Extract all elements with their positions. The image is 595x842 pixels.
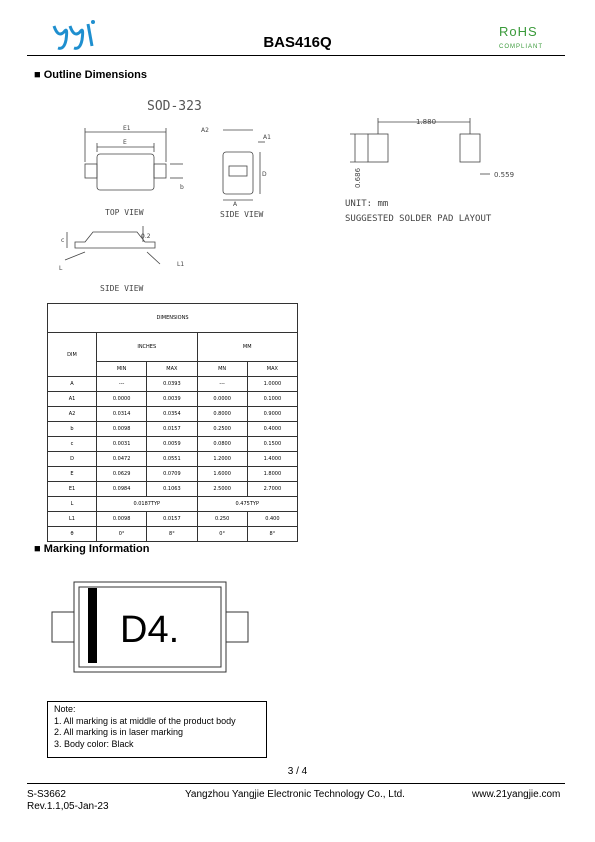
- note-title: Note:: [54, 704, 76, 714]
- inches-header: INCHES: [96, 332, 198, 362]
- note-item: 3. Body color: Black: [54, 738, 134, 749]
- outline-drawing: SOD-323 E1 E b A2 A1 A D c 0.2 L L1 TOP …: [59, 99, 271, 293]
- note-item: 2. All marking is in laser marking: [54, 727, 184, 737]
- footer-divider: [27, 783, 565, 784]
- solder-pad-drawing: 1.880 0.559 0.686 UNIT: mm SUGGESTED SOL…: [345, 118, 514, 224]
- d-label: D: [262, 171, 267, 178]
- page-number: 3 / 4: [287, 766, 308, 777]
- mm-min-header: MN: [196, 361, 248, 377]
- l1-label: L1: [177, 261, 184, 268]
- page-title: BAS416Q: [263, 34, 332, 51]
- pad-width-label: 1.880: [416, 118, 436, 126]
- header-divider: [27, 55, 565, 56]
- pad-height-label: 0.686: [354, 167, 362, 188]
- pad-unit-label: UNIT: mm: [345, 199, 388, 209]
- mm-header: MM: [196, 332, 298, 362]
- e-label: E: [123, 139, 127, 146]
- website: www.21yangjie.com: [472, 789, 561, 800]
- pad-gap-label: 0.559: [494, 171, 514, 179]
- dimensions-table: DIMENSIONS DIM INCHES MM MIN MAX MN MAX …: [47, 303, 299, 542]
- section-marking-heading: ■ Marking Information: [34, 543, 150, 555]
- marking-drawing: D4.: [51, 581, 249, 673]
- marking-text: D4.: [120, 609, 179, 651]
- e1-label: E1: [123, 125, 131, 132]
- doc-number: S-S3662: [27, 789, 66, 800]
- table-caption: DIMENSIONS: [47, 303, 298, 333]
- section-outline-heading: ■ Outline Dimensions: [34, 69, 147, 81]
- mm-max-header: MAX: [246, 361, 299, 377]
- top-view-label: TOP VIEW: [105, 208, 144, 217]
- a2-label: A2: [201, 127, 209, 134]
- a-label: A: [233, 201, 238, 208]
- dim-header: DIM: [47, 332, 97, 377]
- company-name: Yangzhou Yangjie Electronic Technology C…: [185, 789, 405, 800]
- table-row: A---0.0393---1.0000: [47, 376, 299, 392]
- pad-caption: SUGGESTED SOLDER PAD LAYOUT: [345, 214, 492, 224]
- d2-label: 0.2: [141, 233, 151, 240]
- side-view-bottom-label: SIDE VIEW: [100, 284, 144, 293]
- c-label: c: [61, 237, 64, 244]
- inches-max-header: MAX: [146, 361, 198, 377]
- note-item: 1. All marking is at middle of the produ…: [54, 715, 236, 726]
- side-view-label: SIDE VIEW: [220, 210, 264, 219]
- revision: Rev.1.1,05-Jan-23: [27, 801, 109, 812]
- rohs-label: RoHS: [499, 24, 538, 39]
- b-label: b: [180, 184, 184, 191]
- note-box: Note: 1. All marking is at middle of the…: [47, 701, 267, 758]
- a1-label: A1: [263, 134, 271, 141]
- company-logo: [52, 20, 95, 50]
- package-label: SOD-323: [147, 99, 202, 114]
- inches-min-header: MIN: [95, 361, 148, 377]
- l-label: L: [59, 265, 63, 272]
- cathode-band: [88, 588, 97, 663]
- compliant-label: COMPLIANT: [499, 44, 544, 50]
